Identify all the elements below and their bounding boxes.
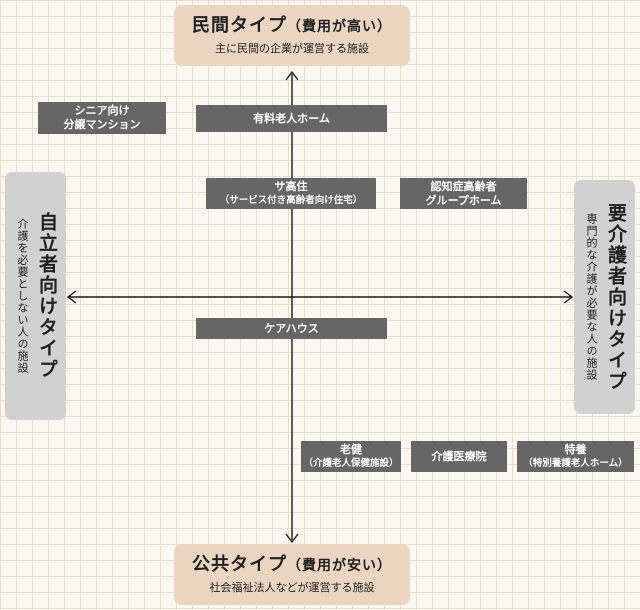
independent-type-subtitle: 介護を必要としない人の施設 bbox=[16, 218, 29, 374]
private-type-title: 民間タイプ bbox=[192, 15, 287, 36]
senior-condo-line2: 分譲マンション bbox=[63, 118, 141, 131]
private-type-cost: （費用が高い） bbox=[287, 19, 392, 35]
tokuyou-line1: 特養 bbox=[564, 443, 587, 456]
arrow-up bbox=[285, 70, 299, 81]
independent-type-title: 自立者向けタイプ bbox=[36, 212, 58, 380]
tokuyou-line2: （特別養護老人ホーム） bbox=[523, 458, 628, 469]
sakoju-box: サ高住 （サービス付き高齢者向け住宅） bbox=[206, 178, 376, 209]
roken-box: 老健 （介護老人保健施設） bbox=[301, 441, 401, 472]
dementia-group-home-line2: グループホーム bbox=[425, 193, 502, 207]
sakoju-line1: サ高住 bbox=[274, 180, 308, 193]
tokuyou-box: 特養 （特別養護老人ホーム） bbox=[517, 441, 634, 472]
care-needed-type-box: 要介護者向けタイプ 専門的な介護が必要な人の施設 bbox=[574, 180, 635, 414]
roken-line1: 老健 bbox=[340, 443, 362, 456]
senior-condo-line1: シニア向け bbox=[74, 104, 130, 117]
care-house-label: ケアハウス bbox=[264, 321, 319, 335]
dementia-group-home-box: 認知症高齢者 グループホーム bbox=[400, 178, 527, 209]
arrow-right bbox=[563, 290, 574, 304]
roken-line2: （介護老人保健施設） bbox=[303, 458, 399, 469]
care-needed-type-title: 要介護者向けタイプ bbox=[605, 202, 627, 392]
public-type-cost: （費用が安い） bbox=[287, 558, 392, 574]
arrow-down bbox=[285, 533, 299, 544]
private-type-subtitle: 主に民間の企業が運営する施設 bbox=[215, 42, 369, 55]
private-type-box: 民間タイプ（費用が高い） 主に民間の企業が運営する施設 bbox=[174, 5, 410, 66]
sakoju-line2: （サービス付き高齢者向け住宅） bbox=[219, 195, 363, 206]
paid-nursing-home-label: 有料老人ホーム bbox=[253, 111, 330, 125]
arrow-left bbox=[66, 290, 77, 304]
paid-nursing-home-box: 有料老人ホーム bbox=[196, 105, 387, 132]
dementia-group-home-line1: 認知症高齢者 bbox=[430, 179, 497, 193]
care-medical-label: 介護医療院 bbox=[431, 449, 487, 463]
care-medical-box: 介護医療院 bbox=[411, 441, 507, 472]
public-type-box: 公共タイプ（費用が安い） 社会福祉法人などが運営する施設 bbox=[174, 544, 410, 605]
independent-type-box: 自立者向けタイプ 介護を必要としない人の施設 bbox=[5, 172, 66, 420]
public-type-subtitle: 社会福祉法人などが運営する施設 bbox=[209, 581, 375, 594]
care-needed-type-subtitle: 専門的な介護が必要な人の施設 bbox=[585, 213, 598, 381]
care-house-box: ケアハウス bbox=[196, 318, 387, 339]
public-type-title: 公共タイプ bbox=[192, 554, 287, 575]
senior-condo-box: シニア向け 分譲マンション bbox=[38, 102, 166, 134]
